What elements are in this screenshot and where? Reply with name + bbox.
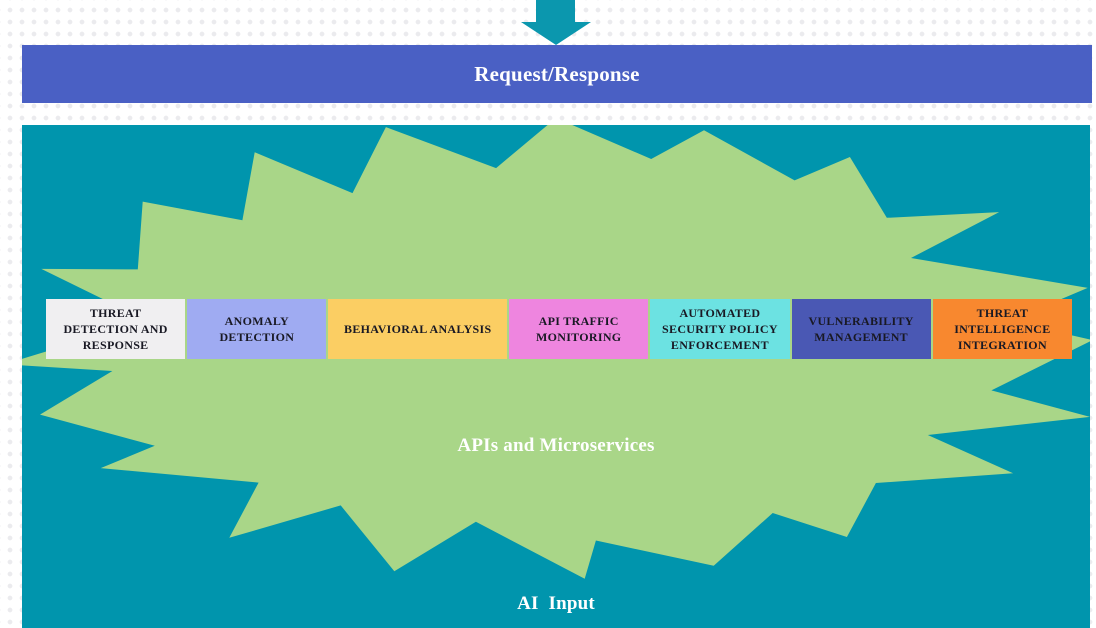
module-label: VULNERABILITY MANAGEMENT	[808, 313, 914, 344]
module-box: BEHAVIORAL ANALYSIS	[328, 299, 508, 359]
module-box: AUTOMATED SECURITY POLICY ENFORCEMENT	[650, 299, 790, 359]
arrow-down-shape	[521, 0, 591, 45]
module-label: BEHAVIORAL ANALYSIS	[344, 321, 492, 336]
module-box: VULNERABILITY MANAGEMENT	[791, 299, 931, 359]
module-label: THREAT DETECTION AND RESPONSE	[63, 305, 168, 353]
ai-input-panel: THREAT DETECTION AND RESPONSE ANOMALY DET…	[22, 125, 1090, 628]
module-label: ANOMALY DETECTION	[219, 313, 295, 344]
module-box: THREAT DETECTION AND RESPONSE	[46, 299, 186, 359]
ai-input-label: AI Input	[517, 593, 595, 614]
banner-label: Request/Response	[474, 61, 640, 86]
arrow-down-icon	[521, 0, 591, 45]
starburst-shape	[22, 125, 1090, 579]
module-box: API TRAFFIC MONITORING	[509, 299, 649, 359]
module-box: THREAT INTELLIGENCE INTEGRATION	[932, 299, 1072, 359]
star-label: APIs and Microservices	[457, 435, 655, 456]
module-label: AUTOMATED SECURITY POLICY ENFORCEMENT	[662, 305, 778, 353]
request-response-banner: Request/Response	[22, 45, 1092, 103]
module-label: THREAT INTELLIGENCE INTEGRATION	[954, 305, 1051, 353]
module-box: ANOMALY DETECTION	[187, 299, 327, 359]
module-label: API TRAFFIC MONITORING	[535, 313, 622, 344]
modules-row: THREAT DETECTION AND RESPONSE ANOMALY DET…	[46, 299, 1072, 359]
